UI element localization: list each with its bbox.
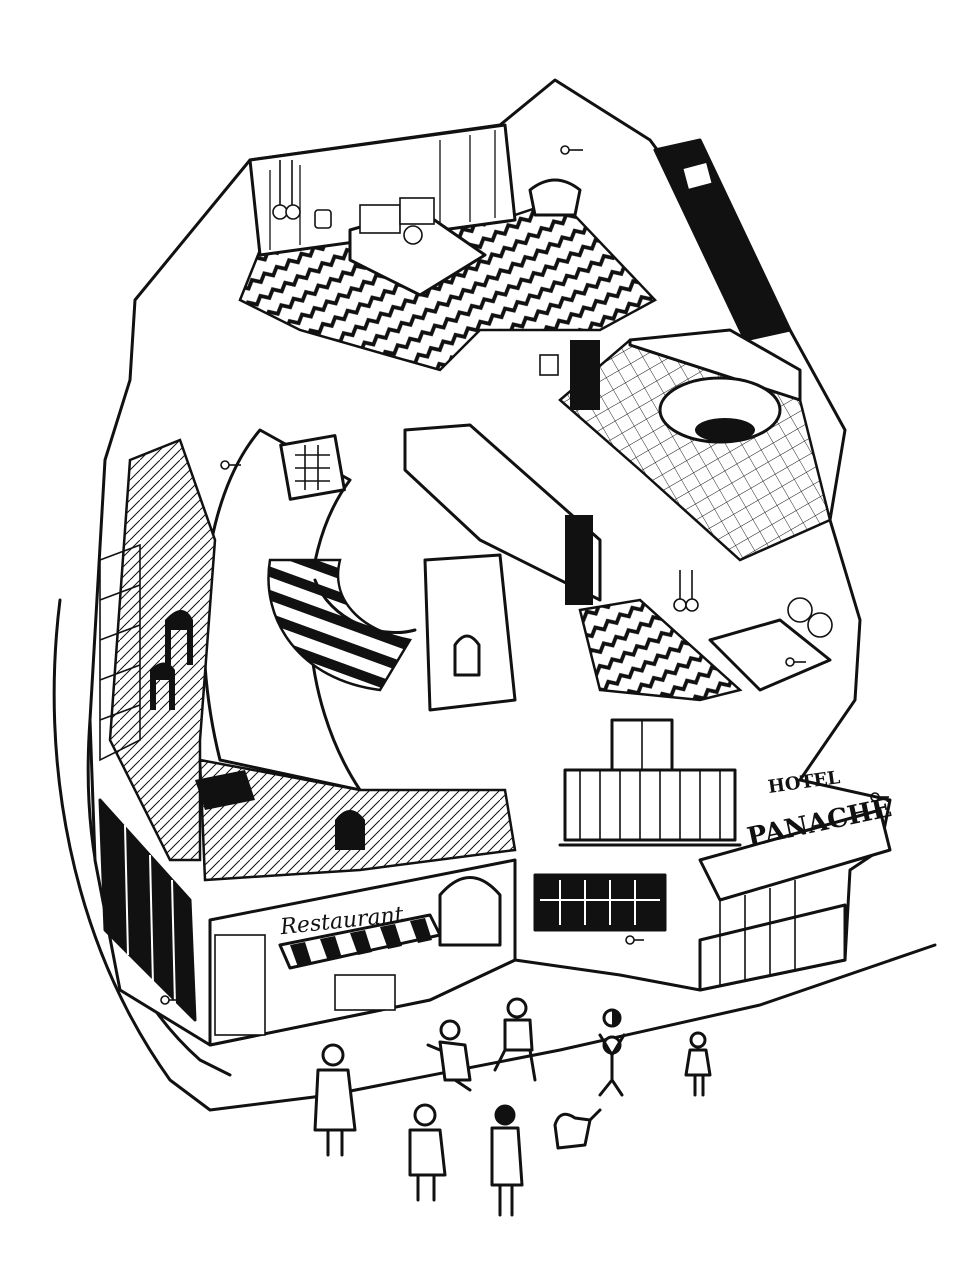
lobby-window: [533, 873, 667, 932]
person-waving: [426, 1019, 472, 1092]
key-icon: [160, 145, 889, 1005]
person-girl: [684, 1031, 712, 1097]
hotel-awning: [698, 808, 892, 992]
bedroom-lower: [578, 570, 833, 702]
central-corridor: [403, 423, 602, 712]
closet: [653, 138, 792, 342]
person-walking: [408, 1103, 447, 1202]
pedestrians: [313, 997, 712, 1217]
pendant-lamp-icon: [673, 570, 699, 612]
cat-icon: [553, 1108, 602, 1150]
bathroom: [539, 328, 832, 562]
spiral-staircase: [267, 558, 417, 692]
balcony: [558, 718, 742, 847]
restaurant-front: Restaurant: [208, 858, 517, 1047]
ball-icon: [602, 1008, 622, 1028]
person-woman-hat: [490, 1104, 524, 1217]
left-storefront: [98, 798, 197, 1022]
pendant-lamp-icon: [272, 160, 301, 220]
child-jumping: [598, 1033, 626, 1097]
telephone-icon: [314, 209, 332, 229]
person-man-coat: [313, 1043, 357, 1157]
person-sitting: [493, 997, 537, 1082]
bedroom-top-floor: [238, 123, 658, 372]
restaurant-terrace: [99, 438, 517, 882]
